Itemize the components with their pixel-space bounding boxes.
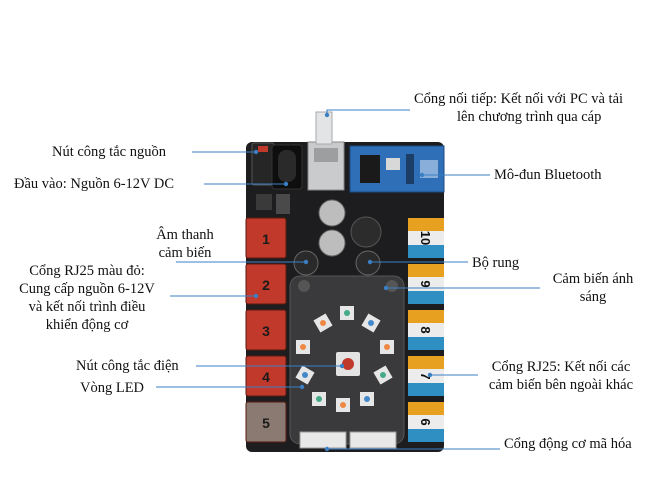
rj25-red-label-line3: và kết nối trình điều — [28, 299, 146, 315]
left-port-label-2: 2 — [262, 277, 270, 293]
right-port-label-10: 10 — [418, 231, 433, 245]
encoder-connector-right — [349, 431, 397, 449]
left-rj25-ports: 1 2 3 4 5 — [245, 217, 287, 443]
left-port-5 — [245, 401, 287, 443]
leader-lines — [156, 109, 540, 452]
left-port-3 — [245, 309, 287, 351]
power-input-label: Đầu vào: Nguồn 6-12V DC — [14, 176, 175, 192]
right-port-label-6: 6 — [418, 418, 433, 425]
encoder-port-label: Cổng động cơ mã hóa — [504, 436, 632, 452]
rj25-other-label-line1: Cổng RJ25: Kết nối các — [491, 359, 631, 375]
serial-port-label: Cổng nối tiếp: Kết nối với PC và tải lên… — [414, 90, 623, 126]
rj25-red-label-line2: Cung cấp nguồn 6-12V — [19, 281, 155, 297]
right-port-10: 10 — [408, 218, 444, 258]
rj25-red-label-line1: Cổng RJ25 màu đỏ: — [29, 263, 145, 279]
encoder-connector-left — [299, 431, 347, 449]
light-sensor-label-line1: Cảm biến ánh — [552, 271, 634, 287]
sound-sensor-label: Âm thanh cảm biến — [146, 226, 224, 262]
capacitor-icon — [318, 199, 346, 227]
sound-sensor-label-line1: Âm thanh — [156, 227, 214, 243]
light-sensor-label-line2: sáng — [579, 289, 607, 305]
buzzer-icon — [350, 216, 382, 248]
right-port-8: 8 — [408, 310, 444, 350]
right-port-label-7: 7 — [418, 372, 433, 379]
power-button-label: Nút công tắc điện — [76, 358, 179, 374]
sound-sensor-label-line2: cảm biến — [158, 245, 212, 261]
rj25-other-label-line2: cảm biến bên ngoài khác — [488, 377, 634, 393]
vibration-motor-icon — [355, 250, 381, 276]
power-switch-label: Nút công tắc nguồn — [52, 144, 166, 160]
right-rj25-ports: 10 9 8 7 6 — [408, 218, 444, 442]
serial-port-label-line1: Cổng nối tiếp: Kết nối với PC và tải — [414, 91, 624, 107]
bluetooth-label: Mô-đun Bluetooth — [494, 167, 602, 183]
led-ring — [295, 306, 394, 412]
left-port-label-1: 1 — [262, 231, 270, 247]
left-port-label-5: 5 — [262, 415, 270, 431]
right-port-9: 9 — [408, 264, 444, 304]
right-port-7: 7 — [408, 356, 444, 396]
right-port-6: 6 — [408, 402, 444, 442]
led-ring-label: Vòng LED — [80, 380, 145, 396]
light-sensor-label: Cảm biến ánh sáng — [536, 270, 650, 306]
right-port-label-9: 9 — [418, 280, 433, 287]
serial-port-label-line2: lên chương trình qua cáp — [457, 109, 602, 125]
rj25-other-label: Cổng RJ25: Kết nối các cảm biến bên ngoà… — [476, 358, 646, 394]
left-port-1 — [245, 217, 287, 259]
rj25-red-label-line4: khiển động cơ — [45, 317, 129, 333]
left-port-label-4: 4 — [262, 369, 270, 385]
rj25-red-label: Cổng RJ25 màu đỏ: Cung cấp nguồn 6-12V v… — [2, 262, 172, 334]
right-port-label-8: 8 — [418, 326, 433, 333]
vibration-label: Bộ rung — [472, 255, 520, 271]
left-port-label-3: 3 — [262, 323, 270, 339]
